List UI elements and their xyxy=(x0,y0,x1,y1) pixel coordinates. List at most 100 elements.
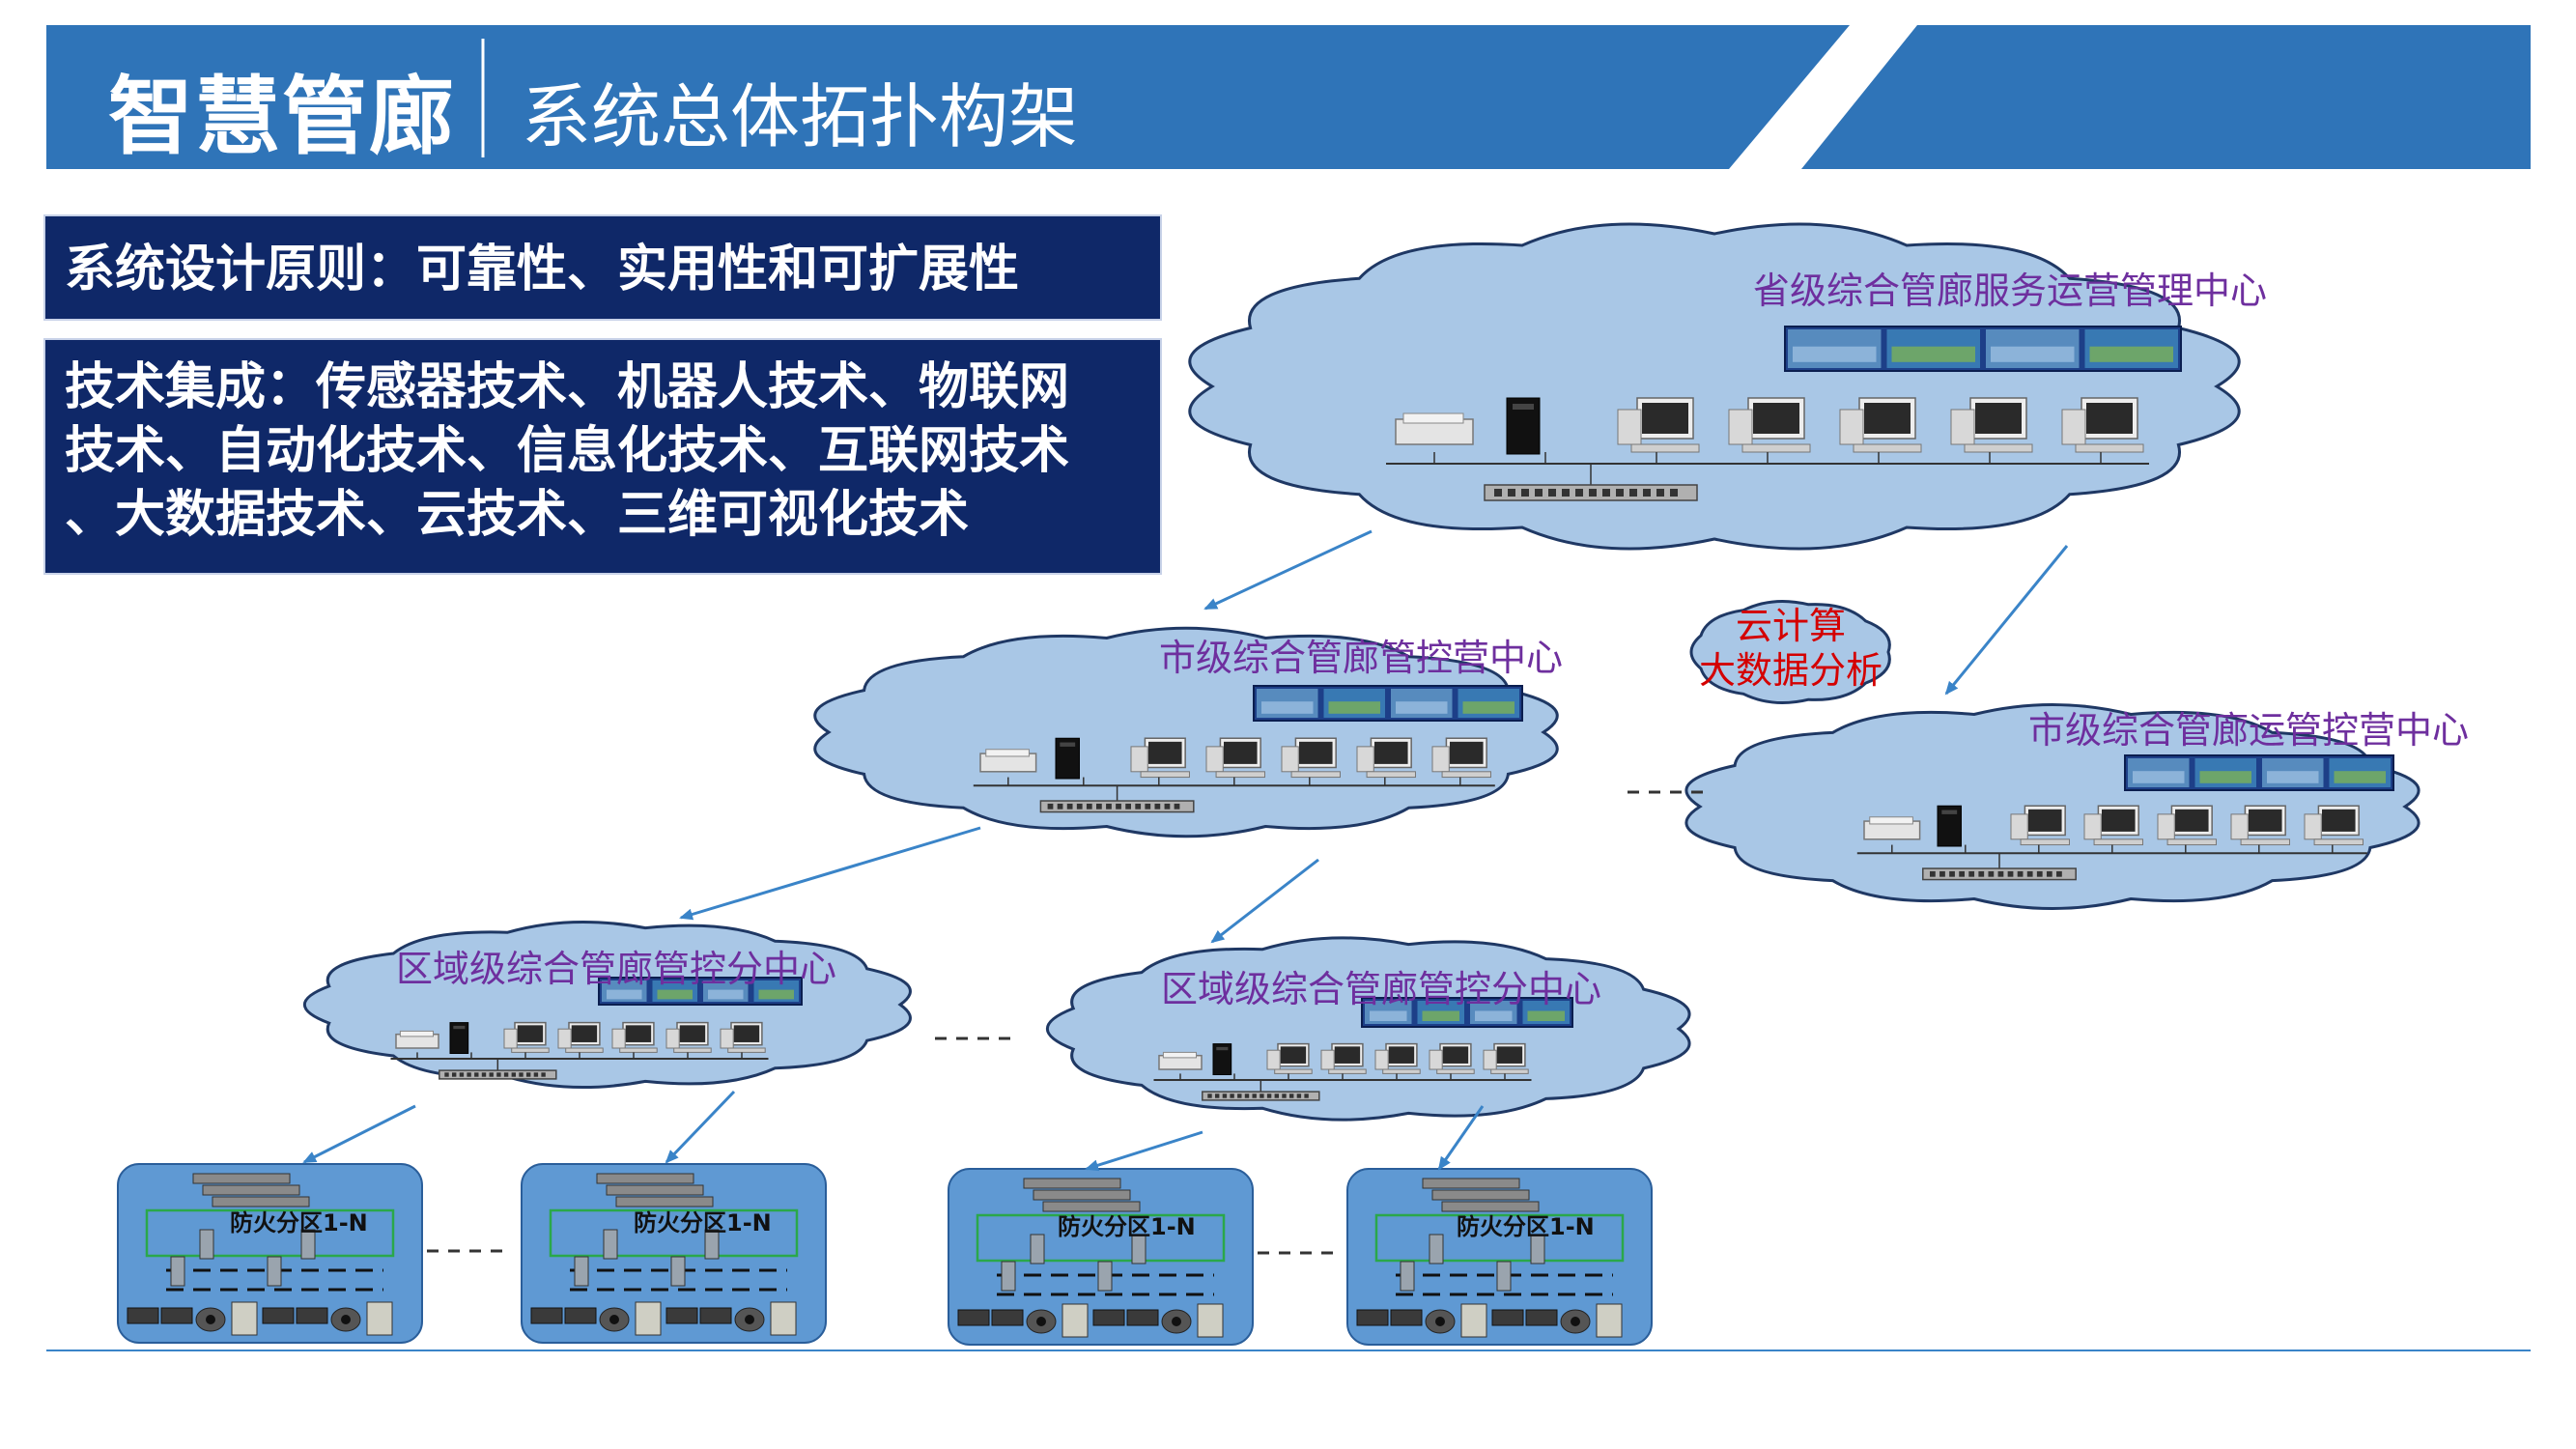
workstation-icon xyxy=(665,1021,712,1053)
server-icon xyxy=(449,1022,469,1054)
workstation-icon xyxy=(611,1021,658,1053)
control-cabinet-icon xyxy=(1460,1303,1487,1338)
rack-switch-icon xyxy=(202,1184,300,1196)
fire-zone-label-4: 防火分区1-N xyxy=(1457,1213,1595,1240)
rack-switch-icon xyxy=(606,1184,704,1196)
workstation-icon xyxy=(557,1021,604,1053)
control-cabinet-icon xyxy=(366,1301,393,1336)
sensor-device-icon xyxy=(1356,1309,1389,1326)
design-principle-box: 系统设计原则：可靠性、实用性和可扩展性 xyxy=(43,214,1162,321)
brand-title: 智慧管廊 xyxy=(108,67,457,166)
workstation-icon xyxy=(1429,1042,1475,1074)
network-switch-icon xyxy=(1922,853,2077,881)
workstation-icon xyxy=(2061,397,2144,453)
control-cabinet-icon xyxy=(1197,1303,1224,1338)
cloud-shape xyxy=(1045,936,1691,1122)
rack-switch-icon xyxy=(1033,1189,1131,1201)
workstation-icon xyxy=(1374,1042,1421,1074)
printer-icon xyxy=(1158,1051,1203,1070)
rack-switch-icon xyxy=(1042,1201,1141,1212)
sensor-device-icon xyxy=(530,1307,563,1324)
field-switch-icon xyxy=(1097,1261,1113,1292)
arrow-province-to-city-right xyxy=(1944,545,2069,696)
workstation-icon xyxy=(1728,397,1811,453)
province-center-cloud xyxy=(1188,222,2241,551)
arrow-region-left-to-zone-2 xyxy=(665,1090,736,1164)
tech-integration-box: 技术集成：传感器技术、机器人技术、物联网 技术、自动化技术、信息化技术、互联网技… xyxy=(43,338,1162,575)
cloud-computing-cloud xyxy=(1689,600,1891,704)
arrow-city-to-region-right xyxy=(1210,858,1319,944)
region-center-right-cloud xyxy=(1045,936,1691,1122)
workstation-icon xyxy=(1950,397,2033,453)
city-right-center-label: 市级综合管廊运管控营中心 xyxy=(2028,709,2470,752)
region-right-center-label: 区域级综合管廊管控分中心 xyxy=(1161,968,1602,1010)
sensor-device-icon xyxy=(1390,1309,1423,1326)
field-switch-icon xyxy=(170,1256,185,1287)
arrow-region-right-to-zone-4 xyxy=(1437,1105,1485,1171)
tech-line-2: 技术、自动化技术、信息化技术、互联网技术 xyxy=(65,422,1070,480)
sensor-device-icon xyxy=(127,1307,159,1324)
field-switch-icon xyxy=(1530,1234,1545,1264)
fire-zone-box xyxy=(521,1163,827,1344)
arrow-province-to-city-left xyxy=(1203,529,1373,611)
field-switch-icon xyxy=(267,1256,282,1287)
rack-switch-icon xyxy=(596,1173,694,1184)
workstation-icon xyxy=(1356,737,1416,779)
printer-icon xyxy=(395,1030,439,1049)
workstation-icon xyxy=(503,1021,550,1053)
network-switch-icon xyxy=(1039,785,1195,813)
arrow-city-to-region-left xyxy=(679,826,981,921)
sensor-device-icon xyxy=(296,1307,328,1324)
printer-icon xyxy=(979,749,1037,773)
workstation-icon xyxy=(1320,1042,1367,1074)
server-icon xyxy=(1937,805,1962,847)
field-switch-icon xyxy=(1429,1234,1444,1264)
cloud-computing-line-2: 大数据分析 xyxy=(1698,649,1882,692)
sensor-device-icon xyxy=(1525,1309,1558,1326)
fire-zone-label-3: 防火分区1-N xyxy=(1058,1213,1196,1240)
video-wall xyxy=(1361,997,1573,1028)
city-left-center-label: 市级综合管廊管控营中心 xyxy=(1159,637,1564,679)
city-left-equipment-group xyxy=(973,685,1523,813)
cloud-computing-label: 云计算 大数据分析 xyxy=(1694,604,1887,693)
province-equipment-group xyxy=(1386,326,2182,501)
sensor-device-icon xyxy=(991,1309,1024,1326)
cloud-shape xyxy=(1188,222,2241,551)
field-switch-icon xyxy=(1400,1261,1415,1292)
workstation-icon xyxy=(1617,397,1700,453)
control-cabinet-icon xyxy=(770,1301,797,1336)
server-icon xyxy=(1506,397,1541,455)
sensor-device-icon xyxy=(665,1307,698,1324)
field-switch-icon xyxy=(300,1229,316,1260)
workstation-icon xyxy=(2304,805,2364,846)
fire-zone-label-2: 防火分区1-N xyxy=(634,1209,772,1236)
tech-line-3: 、大数据技术、云技术、三维可视化技术 xyxy=(65,486,970,544)
field-switch-icon xyxy=(603,1229,618,1260)
server-icon xyxy=(1212,1043,1232,1075)
video-wall xyxy=(1784,326,2182,372)
arrow-region-left-to-zone-1 xyxy=(302,1104,416,1164)
fire-zone-label-1: 防火分区1-N xyxy=(230,1209,368,1236)
cloud-shape xyxy=(1689,600,1891,704)
workstation-icon xyxy=(1266,1042,1313,1074)
printer-icon xyxy=(1395,412,1474,445)
control-cabinet-icon xyxy=(1596,1303,1623,1338)
field-switch-icon xyxy=(199,1229,214,1260)
sensor-device-icon xyxy=(699,1307,732,1324)
field-switch-icon xyxy=(1496,1261,1512,1292)
video-wall xyxy=(2124,754,2394,791)
rack-switch-icon xyxy=(615,1196,714,1208)
sensor-device-icon xyxy=(957,1309,990,1326)
network-switch-icon xyxy=(1202,1080,1320,1101)
control-cabinet-icon xyxy=(1062,1303,1089,1338)
header-band xyxy=(46,25,2531,169)
printer-icon xyxy=(1863,816,1921,840)
field-switch-icon xyxy=(704,1229,720,1260)
rack-switch-icon xyxy=(212,1196,310,1208)
region-left-equipment-group xyxy=(390,977,803,1080)
connection-arrows xyxy=(302,529,2069,1172)
sensor-device-icon xyxy=(1491,1309,1524,1326)
rack-switch-icon xyxy=(1023,1178,1121,1189)
province-center-label: 省级综合管廊服务运营管理中心 xyxy=(1753,270,2268,312)
